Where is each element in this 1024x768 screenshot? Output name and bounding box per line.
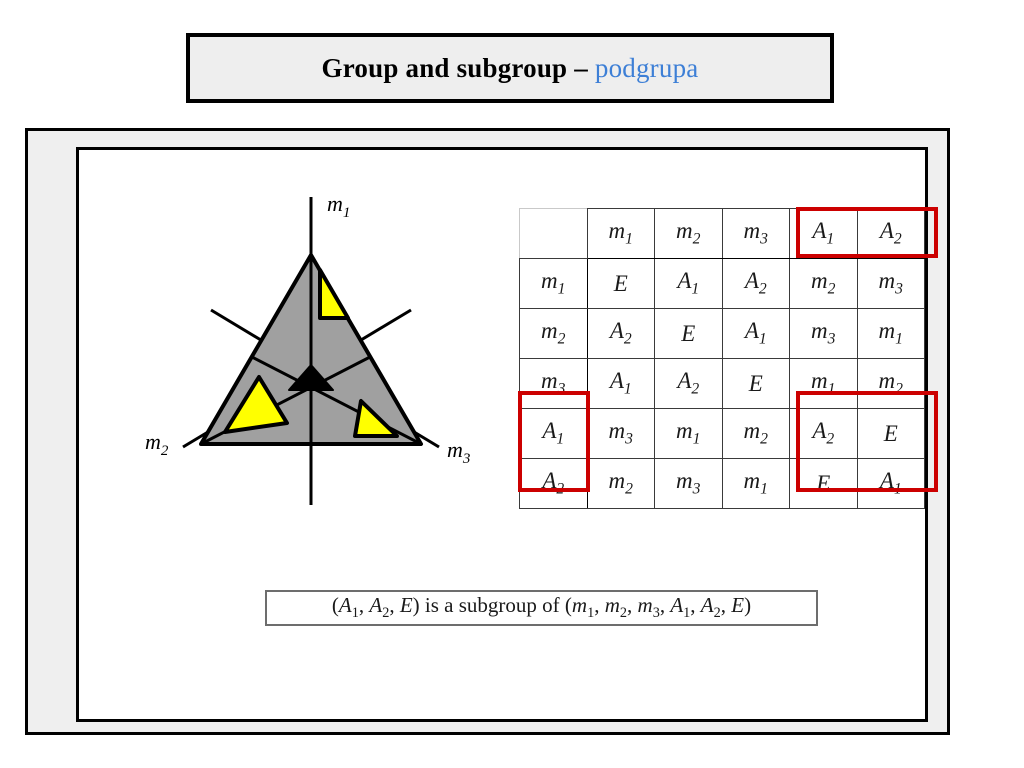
cell-m2-A1: m3 — [789, 308, 858, 359]
mirror-label-m1: m1 — [327, 191, 350, 221]
cell-m1-m3: A2 — [721, 258, 790, 309]
table-row: A2 m2 m3 m1 E A1 — [519, 458, 925, 509]
cell-m1-m1: E — [586, 258, 655, 309]
title-subtitle: podgrupa — [594, 52, 699, 83]
slide-content-panel: m1 m2 m3 m1 m2 m3 A1 A2 m1 E A1 — [76, 147, 938, 722]
symmetry-diagram: m1 m2 m3 — [139, 185, 509, 515]
cell-m1-A1: m2 — [789, 258, 858, 309]
title-main: Group and subgroup – — [321, 52, 595, 83]
row-header-A1: A1 — [519, 408, 588, 459]
cayley-table-container: m1 m2 m3 A1 A2 m1 E A1 A2 m2 m3 m2 A2 — [518, 207, 938, 509]
cell-m2-A2: m1 — [856, 308, 925, 359]
col-header-m2: m2 — [654, 208, 723, 259]
cell-m3-m3: E — [721, 358, 790, 409]
cell-A1-m2: m1 — [654, 408, 723, 459]
cell-A1-m1: m3 — [586, 408, 655, 459]
row-header-m2: m2 — [519, 308, 588, 359]
yellow-marker-left — [223, 375, 289, 434]
cell-m3-A1: m1 — [789, 358, 858, 409]
table-header-row: m1 m2 m3 A1 A2 — [519, 208, 925, 259]
threefold-axis-marker — [288, 364, 334, 391]
row-header-A2: A2 — [519, 458, 588, 509]
cell-m1-m2: A1 — [654, 258, 723, 309]
cell-m2-m3: A1 — [721, 308, 790, 359]
mirror-label-m3: m3 — [447, 437, 470, 467]
table-row: m3 A1 A2 E m1 m2 — [519, 358, 925, 409]
cell-m3-m1: A1 — [586, 358, 655, 409]
table-row: m2 A2 E A1 m3 m1 — [519, 308, 925, 359]
cell-m3-m2: A2 — [654, 358, 723, 409]
cell-m1-A2: m3 — [856, 258, 925, 309]
cell-m3-A2: m2 — [856, 358, 925, 409]
yellow-marker-top — [318, 268, 350, 320]
row-header-m3: m3 — [519, 358, 588, 409]
row-header-m1: m1 — [519, 258, 588, 309]
cell-m2-m2: E — [654, 308, 723, 359]
yellow-marker-right — [353, 399, 399, 438]
cayley-table: m1 m2 m3 A1 A2 m1 E A1 A2 m2 m3 m2 A2 — [519, 208, 925, 509]
cell-A1-m3: m2 — [721, 408, 790, 459]
table-row: A1 m3 m1 m2 A2 E — [519, 408, 925, 459]
col-header-A2: A2 — [856, 208, 925, 259]
cell-A1-A2: E — [856, 408, 925, 459]
cell-A2-m3: m1 — [721, 458, 790, 509]
col-header-m3: m3 — [721, 208, 790, 259]
table-row: m1 E A1 A2 m2 m3 — [519, 258, 925, 309]
cell-A2-m2: m3 — [654, 458, 723, 509]
cell-A2-A2: A1 — [856, 458, 925, 509]
page-title: Group and subgroup – podgrupa — [322, 53, 699, 84]
col-header-m1: m1 — [586, 208, 655, 259]
cell-A1-A1: A2 — [789, 408, 858, 459]
table-corner-cell — [519, 208, 588, 259]
mirror-label-m2: m2 — [145, 429, 169, 459]
caption-text: (A1, A2, E) is a subgroup of (m1, m2, m3… — [331, 593, 752, 622]
title-banner: Group and subgroup – podgrupa — [186, 33, 834, 103]
slide-frame: m1 m2 m3 m1 m2 m3 A1 A2 m1 E A1 — [25, 128, 950, 735]
caption-box: (A1, A2, E) is a subgroup of (m1, m2, m3… — [265, 590, 818, 626]
col-header-A1: A1 — [789, 208, 858, 259]
cell-A2-m1: m2 — [586, 458, 655, 509]
cell-A2-A1: E — [789, 458, 858, 509]
cell-m2-m1: A2 — [586, 308, 655, 359]
